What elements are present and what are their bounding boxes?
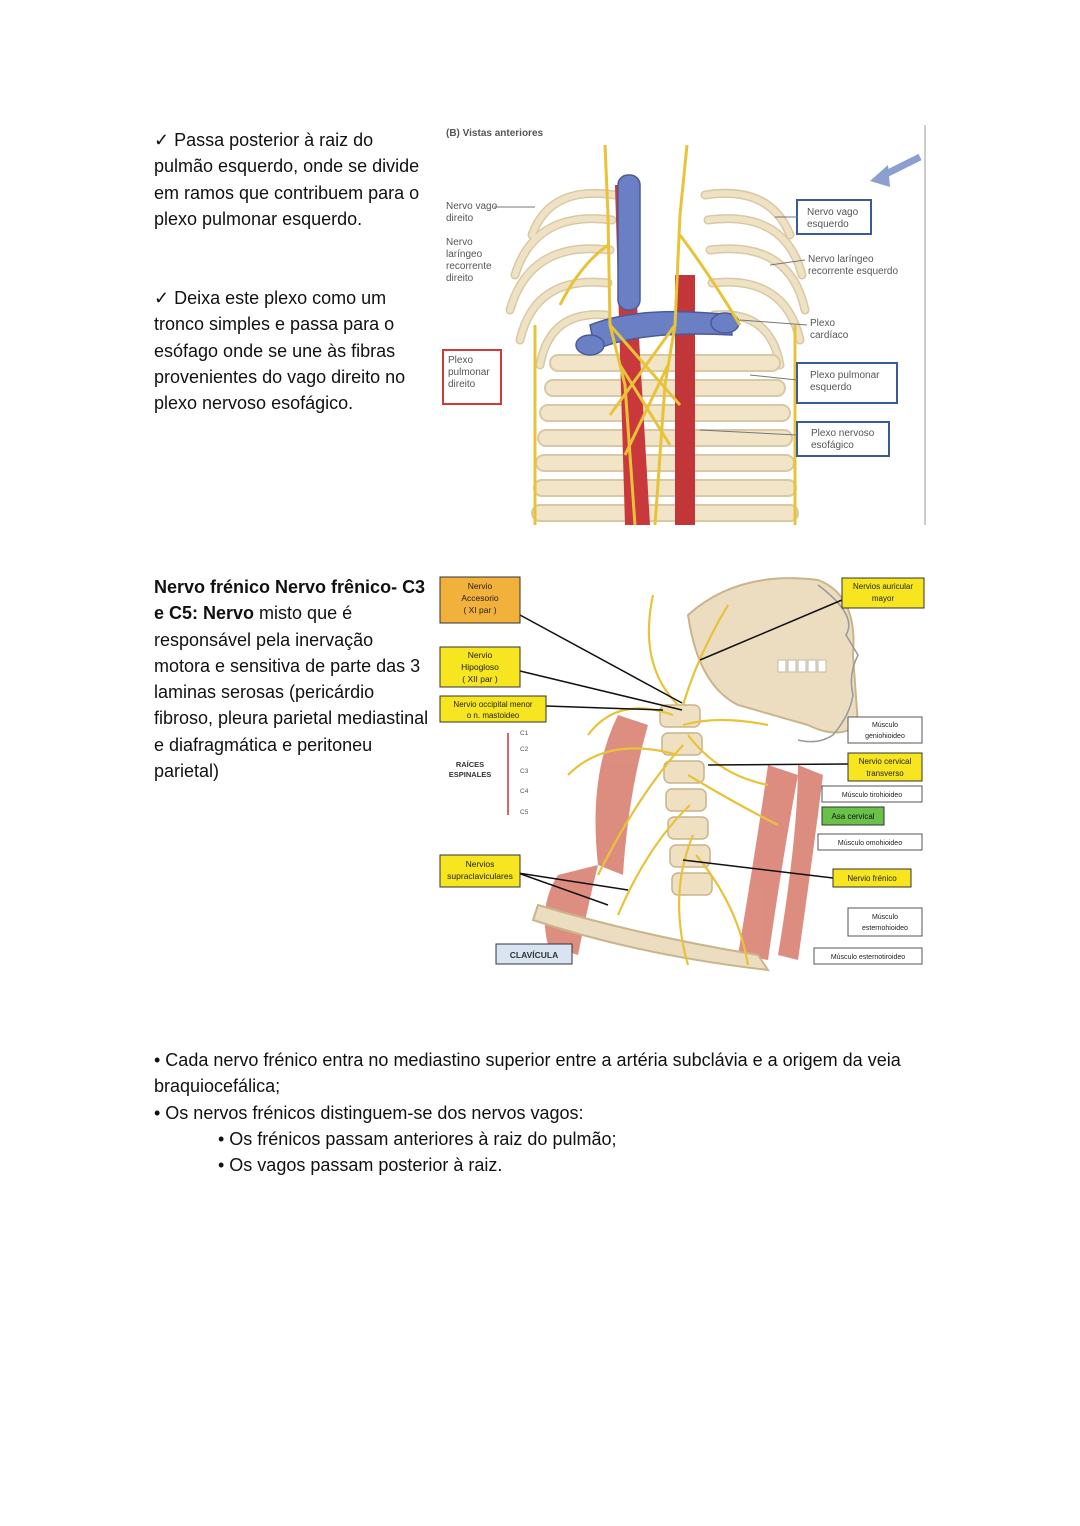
plexo-esofagico-paragraph: ✓ Deixa este plexo como um tronco simple… <box>154 288 406 414</box>
label-plexo-pulmonar-direito: Plexo <box>448 355 473 366</box>
label-musculo-esternohioideo: Músculo <box>872 914 898 921</box>
clavicle-bone <box>531 903 771 972</box>
label-musculo-omohioideo: Músculo omohioideo <box>838 840 902 847</box>
label-nervios-auricular: Nervios auricular <box>853 582 913 591</box>
vago-esquerdo-paragraph: ✓ Passa posterior à raiz do pulmão esque… <box>154 130 420 229</box>
svg-text:geniohioideo: geniohioideo <box>865 733 905 740</box>
label-c1: C1 <box>520 730 529 737</box>
label-laringeo-esquerdo: Nervo laríngeo <box>808 254 874 265</box>
svg-text:esquerdo: esquerdo <box>810 382 852 393</box>
skull <box>686 577 860 734</box>
label-plexo-pulmonar-esquerdo: Plexo pulmonar <box>810 370 880 381</box>
label-musculo-geniohioideo: Músculo <box>872 722 898 729</box>
box-nervios-auricular <box>841 577 925 609</box>
vagus-nerves <box>533 144 797 526</box>
vagus-nerve-anatomy-figure: (B) Vistas anteriores Nervo vago direito… <box>440 125 926 526</box>
label-asa-cervical: Asa cervical <box>831 812 874 821</box>
veins <box>575 174 740 356</box>
box-musculo-esternohioideo <box>847 907 923 937</box>
box-nervios-supraclaviculares <box>439 854 521 888</box>
svg-text:esofágico: esofágico <box>811 440 854 451</box>
aorta <box>675 275 695 525</box>
label-c2: C2 <box>520 746 529 753</box>
vagus-nerve-illustration: (B) Vistas anteriores Nervo vago direito… <box>440 125 926 526</box>
svg-text:Hipogloso: Hipogloso <box>461 662 499 672</box>
cervical-plexus-figure: Nervio Accesorio ( XI par ) Nervio Hipog… <box>438 575 926 987</box>
svg-text:direito: direito <box>446 273 474 284</box>
cervical-plexus-illustration: Nervio Accesorio ( XI par ) Nervio Hipog… <box>438 575 926 987</box>
label-vago-esquerdo: Nervo vago <box>807 207 859 218</box>
box-plexo-pulmonar-esquerdo <box>796 362 898 404</box>
box-nervio-occipital <box>439 695 547 723</box>
box-musculo-tirohioideo <box>821 785 923 803</box>
label-c3: C3 <box>520 768 529 775</box>
label-plexo-cardiaco: Plexo <box>810 318 835 329</box>
label-nervio-frenico: Nervio frénico <box>847 874 897 883</box>
label-nervio-hipogloso: Nervio <box>468 650 493 660</box>
svg-text:pulmonar: pulmonar <box>448 367 490 378</box>
box-plexo-pulmonar-direito <box>442 349 502 405</box>
label-nervio-cervical-transverso: Nervio cervical <box>859 757 912 766</box>
svg-text:ESPINALES: ESPINALES <box>449 770 492 779</box>
svg-text:cardíaco: cardíaco <box>810 330 849 341</box>
svg-text:laríngeo: laríngeo <box>446 249 483 260</box>
box-nervio-cervical-transverso <box>847 752 923 782</box>
label-musculo-tirohioideo: Músculo tirohioideo <box>842 792 902 799</box>
nervo-frenico-paragraph: Nervo frénico Nervo frênico- C3 e C5: Ne… <box>154 574 429 784</box>
cervical-nerves <box>567 594 779 966</box>
vertebral-column <box>531 354 799 522</box>
label-clavicula: CLAVÍCULA <box>510 950 558 960</box>
label-c4: C4 <box>520 788 529 795</box>
svg-text:Accesorio: Accesorio <box>461 593 499 603</box>
box-nervio-accesorio <box>439 576 521 624</box>
svg-text:direito: direito <box>448 379 476 390</box>
label-musculo-esternotiroideo: Músculo esternotiroideo <box>831 954 905 961</box>
label-nervio-accesorio: Nervio <box>468 581 493 591</box>
svg-text:recorrente esquerdo: recorrente esquerdo <box>808 266 898 277</box>
box-musculo-esternotiroideo <box>813 947 923 965</box>
nervo-frenico-bold: Nervo frénico Nervo frênico- C3 e C5: Ne… <box>154 577 426 624</box>
svg-text:( XI par ): ( XI par ) <box>463 605 496 615</box>
bullet-item: • Cada nervo frénico entra no mediastino… <box>154 1050 901 1097</box>
nervo-frenico-text: misto que é responsável pela inervação m… <box>154 603 429 782</box>
sub-bullet-item: • Os frénicos passam anteriores à raiz d… <box>218 1128 617 1149</box>
label-vago-direito: Nervo vago <box>446 201 498 212</box>
svg-text:( XII par ): ( XII par ) <box>462 674 498 684</box>
box-nervio-hipogloso <box>439 646 521 688</box>
box-clavicula <box>495 943 573 965</box>
box-plexo-esofagico <box>796 421 890 457</box>
svg-text:mayor: mayor <box>872 594 895 603</box>
box-musculo-geniohioideo <box>847 716 923 744</box>
box-asa-cervical <box>821 806 885 826</box>
neck-muscles <box>544 715 823 960</box>
figure-title: (B) Vistas anteriores <box>446 128 544 139</box>
label-laringeo-direito: Nervo <box>446 237 473 248</box>
label-raices-espinales: RAÍCES <box>456 760 484 769</box>
svg-text:recorrente: recorrente <box>446 261 492 272</box>
svg-text:esternohioideo: esternohioideo <box>862 925 908 932</box>
svg-text:direito: direito <box>446 213 474 224</box>
svg-text:o n. mastoideo: o n. mastoideo <box>467 711 520 720</box>
bullet-item: • Os nervos frénicos distinguem-se dos n… <box>154 1102 584 1123</box>
svg-text:supraclaviculares: supraclaviculares <box>447 871 513 881</box>
label-nervio-occipital: Nervio occipital menor <box>453 700 532 709</box>
sub-bullet-item: • Os vagos passam posterior à raiz. <box>218 1155 503 1176</box>
svg-text:esquerdo: esquerdo <box>807 219 849 230</box>
label-nervios-supraclaviculares: Nervios <box>466 859 495 869</box>
label-c5: C5 <box>520 809 529 816</box>
box-nervio-frenico <box>832 868 912 888</box>
box-musculo-omohioideo <box>817 833 923 851</box>
nervo-frenico-bullet-list: • Cada nervo frénico entra no mediastino… <box>154 1047 944 1178</box>
svg-text:transverso: transverso <box>866 769 904 778</box>
label-plexo-esofagico: Plexo nervoso <box>811 428 875 439</box>
